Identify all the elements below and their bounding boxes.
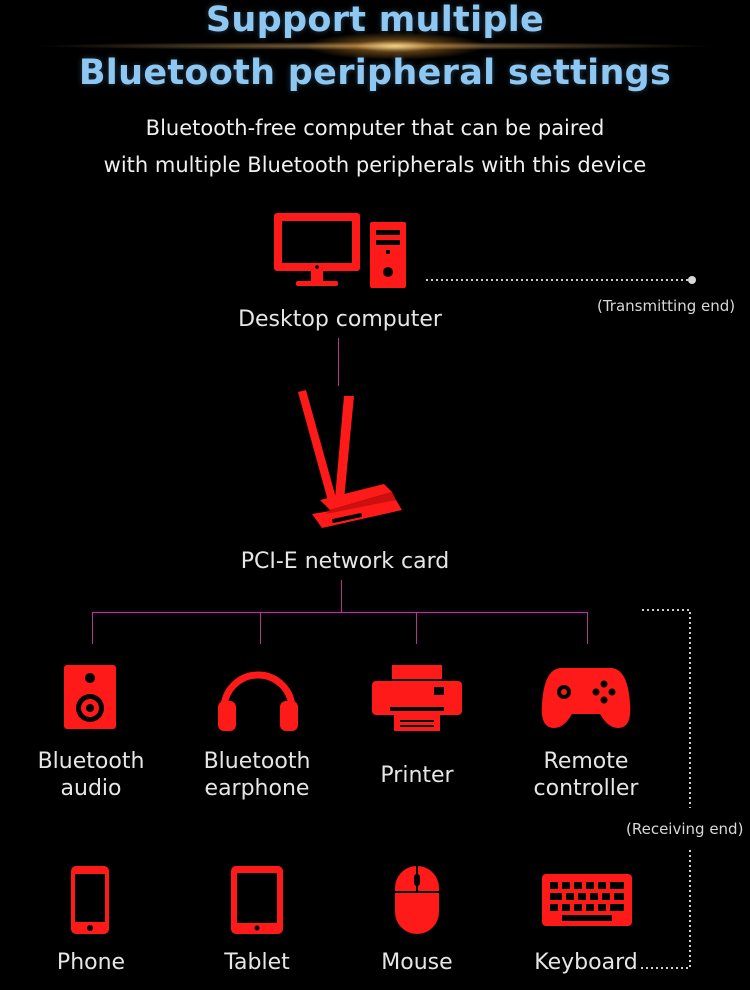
branch-drop-1 xyxy=(92,612,93,644)
desktop-computer-icon xyxy=(274,213,406,288)
transmit-connector xyxy=(426,276,696,284)
keyboard-icon xyxy=(542,874,632,926)
branch-line xyxy=(92,612,588,613)
computer-to-card-line xyxy=(338,338,339,386)
title-line-2: Bluetooth peripheral settings xyxy=(78,53,672,93)
pcie-card-icon xyxy=(298,390,402,528)
device-label-keyboard: Keyboard xyxy=(534,950,638,975)
printer-icon xyxy=(372,665,462,731)
device-label-tablet: Tablet xyxy=(224,950,290,975)
branch-drop-4 xyxy=(587,612,588,644)
lens-flare xyxy=(0,0,750,120)
device-label-phone: Phone xyxy=(56,950,126,975)
device-label-mouse: Mouse xyxy=(381,950,453,975)
gamepad-icon xyxy=(541,668,631,728)
subtitle-line-1: Bluetooth-free computer that can be pair… xyxy=(145,116,605,140)
device-label-bluetooth-earphone: Bluetooth earphone xyxy=(203,749,311,801)
receive-connector xyxy=(640,609,691,969)
device-label-remote-controller: Remote controller xyxy=(533,749,639,801)
device-label-bluetooth-audio: Bluetooth audio xyxy=(37,749,145,801)
title-line-1: Support multiple xyxy=(205,0,545,40)
branch-drop-3 xyxy=(416,612,417,644)
phone-icon xyxy=(71,866,109,934)
mouse-icon xyxy=(395,866,439,934)
receiving-end-note: (Receiving end) xyxy=(626,820,744,838)
subtitle-line-2: with multiple Bluetooth peripherals with… xyxy=(103,153,647,177)
desktop-computer-label: Desktop computer xyxy=(238,307,442,332)
tablet-icon xyxy=(231,866,283,934)
transmitting-end-note: (Transmitting end) xyxy=(597,297,736,315)
pcie-card-label: PCI-E network card xyxy=(240,549,450,574)
card-stem-line xyxy=(341,580,342,612)
headphones-icon xyxy=(218,671,298,731)
speaker-icon xyxy=(64,665,116,729)
branch-drop-2 xyxy=(260,612,261,644)
device-label-printer: Printer xyxy=(380,763,454,788)
